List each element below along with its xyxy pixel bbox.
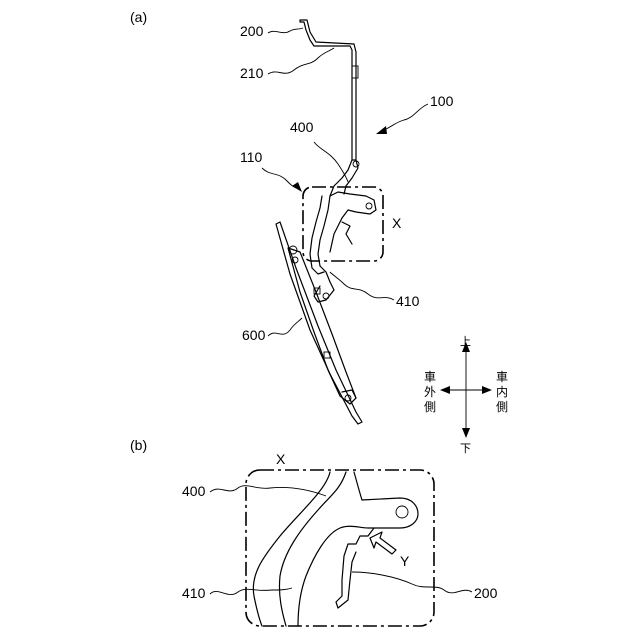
ref-400-label: 400: [290, 119, 314, 135]
ref-100-label: 100: [430, 93, 454, 109]
direction-outer-char-3: 側: [424, 400, 436, 414]
detail-frame-x-b: [246, 470, 434, 626]
door-panel-600: [276, 222, 362, 424]
direction-inner-char-2: 内: [496, 385, 508, 399]
enlarged-bracket-200: [336, 528, 374, 608]
ref-410-label-b: 410: [182, 585, 206, 601]
ref-100-arrowhead: [376, 126, 387, 134]
ref-y-arrow: [370, 532, 396, 554]
ref-200-label: 200: [240, 23, 264, 39]
ref-400-leader-b: [210, 486, 326, 496]
ref-110-leader: [262, 168, 296, 188]
direction-down-label: 下: [460, 442, 471, 455]
ref-100-leader: [380, 104, 428, 132]
bracket-210: [300, 20, 358, 160]
hinge-part-400: [310, 160, 359, 274]
ref-200-label-b: 200: [474, 585, 498, 601]
ref-x-label-b: X: [276, 451, 286, 467]
direction-outer-char-1: 車: [424, 370, 436, 384]
direction-up-label: 上: [460, 335, 471, 348]
direction-inner-char-3: 側: [496, 400, 508, 414]
direction-inner-char-1: 車: [496, 370, 508, 384]
ref-600-label: 600: [242, 327, 266, 343]
ref-600-leader: [268, 318, 302, 336]
ref-410-leader: [330, 272, 394, 300]
ref-410-label: 410: [396, 293, 420, 309]
panel-b-label: (b): [130, 437, 147, 453]
ref-110-label: 110: [240, 149, 263, 165]
ref-y-label: Y: [400, 553, 410, 569]
ref-200-leader-b: [352, 572, 472, 593]
link-arm-410: [314, 192, 376, 302]
ref-200-leader: [268, 28, 303, 33]
ref-400-label-b: 400: [182, 483, 206, 499]
ref-210-label: 210: [240, 65, 264, 81]
direction-outer-char-2: 外: [424, 385, 436, 399]
panel-a-label: (a): [130, 9, 147, 25]
ref-210-leader: [268, 48, 334, 74]
ref-x-label-a: X: [392, 215, 402, 231]
direction-indicator: [440, 342, 492, 438]
